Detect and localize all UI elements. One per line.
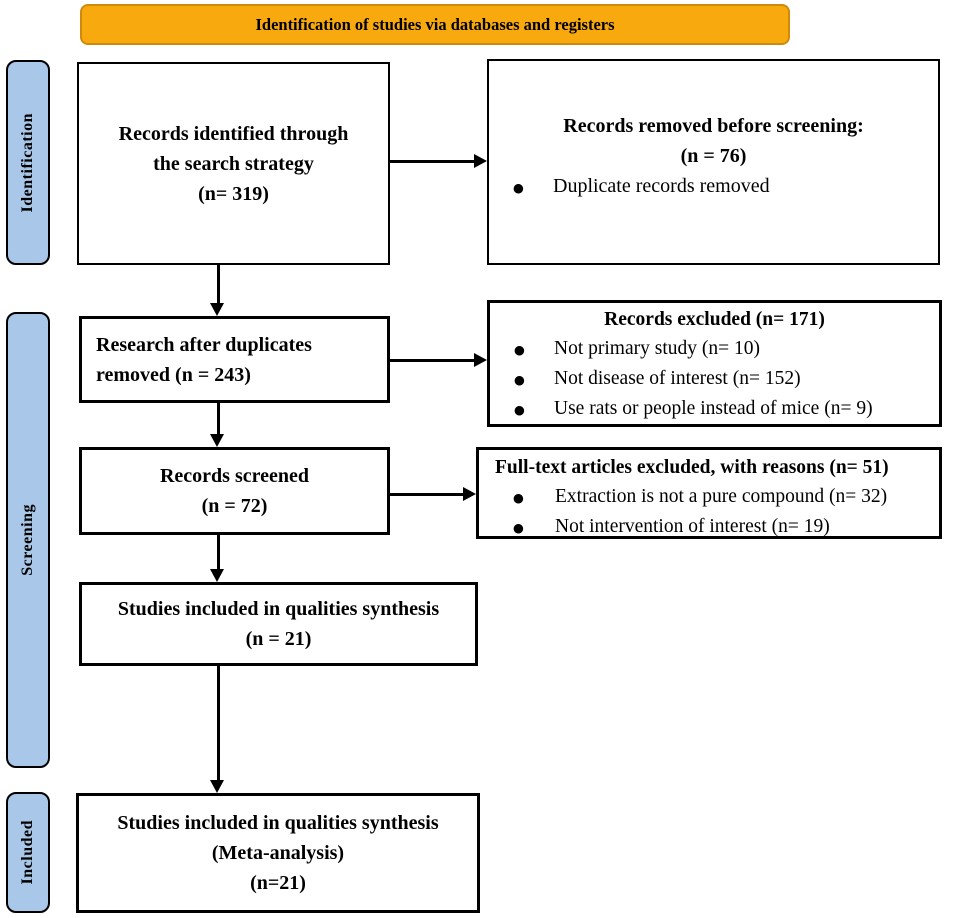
stage-label-included-text: Included: [19, 820, 36, 885]
box-records-screened-text: Records screened (n = 72): [159, 465, 310, 517]
bullet-text: Not disease of interest (n= 152): [554, 368, 801, 389]
box-research-after-duplicates: Research after duplicates removed (n = 2…: [79, 316, 390, 403]
box-records-removed-heading: Records removed before screening: (n = 7…: [563, 115, 864, 167]
bullet-text: Duplicate records removed: [553, 175, 770, 197]
stage-label-screening: Screening: [6, 312, 50, 768]
arrow-line: [217, 403, 220, 436]
box-research-after-duplicates-text: Research after duplicates removed (n = 2…: [96, 333, 312, 386]
arrowhead-right-icon: [463, 486, 476, 501]
box-fulltext-excluded-heading: Full-text articles excluded, with reason…: [495, 457, 889, 478]
box-records-identified: Records identified through the search st…: [77, 62, 390, 265]
arrow-line: [390, 493, 464, 496]
box-records-excluded-heading: Records excluded (n= 171): [604, 309, 825, 330]
stage-label-included: Included: [6, 792, 50, 913]
banner: Identification of studies via databases …: [80, 4, 790, 45]
bullet-text: Not intervention of interest (n= 19): [555, 516, 830, 537]
box-records-removed-before-screening: Records removed before screening: (n = 7…: [487, 59, 940, 265]
bullet-item: ● Duplicate records removed: [489, 171, 938, 203]
box-qualitative-synthesis: Studies included in qualities synthesis …: [79, 582, 478, 666]
bullet-item: ● Extraction is not a pure compound (n= …: [479, 482, 939, 512]
arrowhead-down-icon: [210, 569, 224, 582]
arrow-line: [217, 535, 220, 571]
bullet-text: Not primary study (n= 10): [554, 338, 760, 359]
arrow-line: [217, 265, 220, 305]
stage-label-identification: Identification: [6, 60, 50, 265]
stage-label-identification-text: Identification: [19, 112, 36, 213]
box-records-screened: Records screened (n = 72): [79, 447, 390, 535]
bullet-item: ● Not disease of interest (n= 152): [490, 364, 939, 394]
arrowhead-down-icon: [210, 303, 224, 316]
arrowhead-down-icon: [210, 434, 224, 447]
bullet-text: Use rats or people instead of mice (n= 9…: [554, 398, 873, 419]
bullet-icon: ●: [513, 490, 524, 505]
bullet-item: ● Not primary study (n= 10): [490, 334, 939, 364]
box-qualitative-synthesis-text: Studies included in qualities synthesis …: [117, 598, 440, 650]
arrowhead-right-icon: [474, 352, 487, 367]
banner-title: Identification of studies via databases …: [255, 14, 615, 34]
box-meta-analysis: Studies included in qualities synthesis …: [76, 793, 480, 913]
bullet-item: ● Not intervention of interest (n= 19): [479, 512, 939, 542]
arrowhead-down-icon: [210, 780, 224, 793]
arrowhead-right-icon: [474, 153, 487, 168]
bullet-icon: ●: [514, 342, 525, 357]
bullet-icon: ●: [513, 520, 524, 535]
arrow-line: [217, 666, 220, 782]
arrow-line: [390, 359, 476, 362]
box-fulltext-excluded: Full-text articles excluded, with reason…: [476, 447, 942, 539]
box-meta-analysis-text: Studies included in qualities synthesis …: [117, 812, 439, 894]
bullet-item: ● Use rats or people instead of mice (n=…: [490, 394, 939, 424]
bullet-text: Extraction is not a pure compound (n= 32…: [555, 486, 888, 507]
bullet-icon: ●: [513, 180, 524, 195]
box-records-excluded: Records excluded (n= 171) ● Not primary …: [487, 300, 942, 427]
bullet-icon: ●: [514, 372, 525, 387]
bullet-icon: ●: [514, 402, 525, 417]
stage-label-screening-text: Screening: [19, 504, 36, 576]
box-records-identified-text: Records identified through the search st…: [118, 122, 349, 205]
arrow-line: [390, 160, 476, 163]
